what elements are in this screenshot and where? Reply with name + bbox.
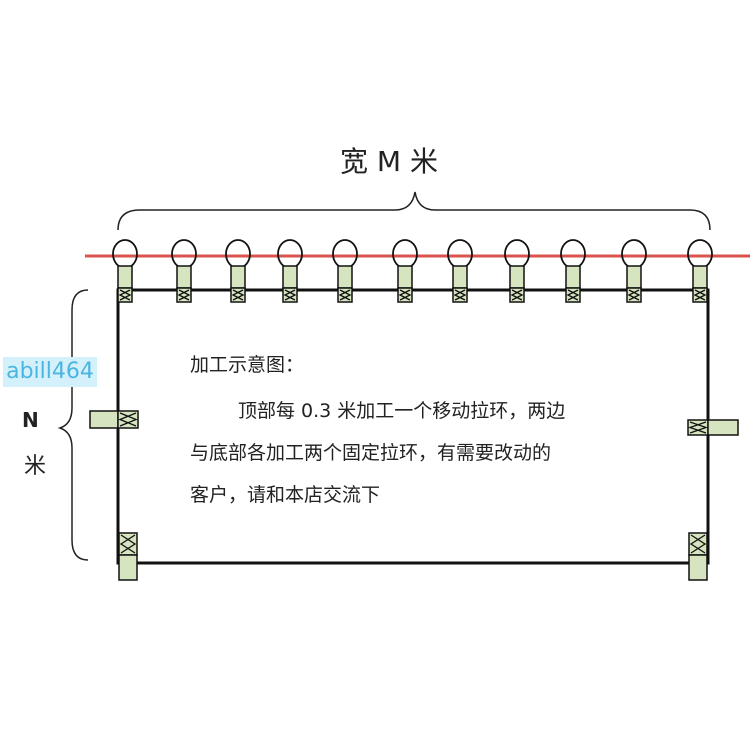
ring-8 — [560, 239, 586, 269]
left-side-clip-hinge — [117, 410, 139, 429]
description-line-2: 与底部各加工两个固定拉环，有需要改动的 — [190, 442, 552, 464]
clip-7 — [509, 265, 525, 289]
clip-hinge-2-x-mark — [231, 289, 245, 301]
clip-0 — [117, 265, 133, 289]
ring-0 — [112, 239, 138, 269]
clip-hinge-10-x-mark — [693, 289, 707, 301]
clip-hinge-6-x-mark — [453, 289, 467, 301]
clip-hinge-4 — [337, 287, 353, 303]
ring-10 — [687, 239, 713, 269]
clip-hinge-0 — [117, 287, 133, 303]
clip-hinge-7-x-mark — [510, 289, 524, 301]
clip-hinge-9 — [626, 287, 642, 303]
clip-5 — [397, 265, 413, 289]
right-side-clip — [707, 419, 739, 436]
clip-4 — [337, 265, 353, 289]
clip-10 — [692, 265, 708, 289]
width-label: 宽 M 米 — [340, 145, 438, 178]
clip-hinge-2 — [230, 287, 246, 303]
clip-hinge-0-x-mark — [118, 289, 132, 301]
bottom-right-clip — [688, 554, 708, 581]
clip-hinge-6 — [452, 287, 468, 303]
clip-hinge-9-x-mark — [627, 289, 641, 301]
ring-9 — [621, 239, 647, 269]
clip-hinge-3-x-mark — [283, 289, 297, 301]
clip-9 — [626, 265, 642, 289]
ring-5 — [392, 239, 418, 269]
left-side-clip — [89, 410, 119, 429]
clip-hinge-1 — [176, 287, 192, 303]
clip-hinge-7 — [509, 287, 525, 303]
ring-6 — [447, 239, 473, 269]
ring-4 — [332, 239, 358, 269]
clip-hinge-5-x-mark — [398, 289, 412, 301]
left-side-clip-hinge-x-mark — [118, 412, 138, 427]
description-line-3: 客户，请和本店交流下 — [190, 484, 381, 506]
clip-hinge-8-x-mark — [566, 289, 580, 301]
clip-3 — [282, 265, 298, 289]
description-line-1: 顶部每 0.3 米加工一个移动拉环，两边 — [238, 400, 566, 422]
clip-hinge-4-x-mark — [338, 289, 352, 301]
clip-hinge-8 — [565, 287, 581, 303]
height-label-n: N — [22, 408, 39, 432]
ring-1 — [171, 239, 197, 269]
bottom-right-clip-hinge-x-mark — [689, 534, 707, 554]
clip-2 — [230, 265, 246, 289]
clip-1 — [176, 265, 192, 289]
watermark: abill464 — [3, 357, 97, 387]
clip-6 — [452, 265, 468, 289]
width-brace — [117, 191, 711, 231]
bottom-left-clip-hinge-x-mark — [119, 534, 137, 554]
clip-hinge-5 — [397, 287, 413, 303]
clip-hinge-3 — [282, 287, 298, 303]
clip-hinge-10 — [692, 287, 708, 303]
description-heading: 加工示意图： — [190, 354, 305, 376]
ring-2 — [225, 239, 251, 269]
right-side-clip-hinge-x-mark — [688, 421, 708, 434]
ring-3 — [277, 239, 303, 269]
height-label-unit: 米 — [24, 454, 47, 479]
curtain-frame — [116, 288, 710, 565]
clip-8 — [565, 265, 581, 289]
height-brace — [57, 289, 89, 561]
clip-hinge-1-x-mark — [177, 289, 191, 301]
bottom-left-clip — [118, 554, 138, 581]
ring-7 — [504, 239, 530, 269]
